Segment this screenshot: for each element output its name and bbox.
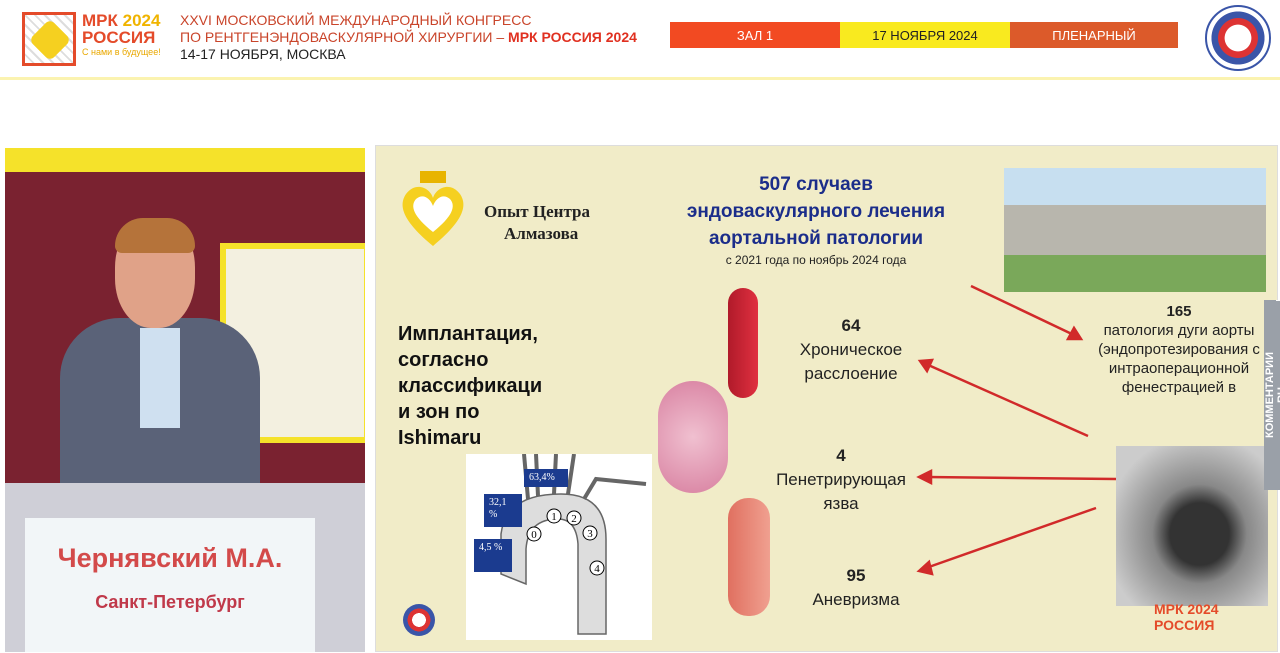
society-emblem-small	[403, 604, 435, 636]
angiography-image	[1116, 446, 1268, 606]
zone-box-4: 4,5 %	[474, 539, 512, 572]
speaker-name: Чернявский М.А.	[57, 543, 283, 573]
ishimaru-diagram: 0 1 2 3 4 63,4% 32,1 % 4,5 %	[466, 453, 652, 640]
hospital-photo	[1004, 168, 1266, 292]
date-bar: 17 НОЯБРЯ 2024	[840, 22, 1010, 48]
brand-line1: МРК	[82, 11, 118, 30]
speaker-city: Санкт-Петербург	[95, 592, 245, 612]
title-highlight: МРК РОССИЯ 2024	[508, 29, 637, 45]
arrows	[916, 284, 1117, 576]
name-plate: Чернявский М.А. Санкт-Петербург	[25, 518, 315, 652]
speaker	[60, 218, 260, 518]
brand: МРК 2024 РОССИЯ С нами в будущее!	[82, 12, 161, 58]
brand-line2: РОССИЯ	[82, 28, 156, 47]
congress-title: XXVI МОСКОВСКИЙ МЕЖДУНАРОДНЫЙ КОНГРЕСС П…	[180, 12, 637, 63]
almazov-logo	[402, 171, 464, 246]
title-line2: ПО РЕНТГЕНЭНДОВАСКУЛЯРНОЙ ХИРУРГИИ –	[180, 29, 505, 45]
header: МРК 2024 РОССИЯ С нами в будущее! XXVI М…	[0, 0, 1280, 80]
side-panel-tabs[interactable]: КОММЕНТАРИИ RU	[1264, 300, 1280, 490]
aorta-aneurysm-image	[728, 498, 770, 616]
zone-box-63: 63,4%	[524, 469, 568, 487]
session-bar: ПЛЕНАРНЫЙ	[1010, 22, 1178, 48]
hall-bar: ЗАЛ 1	[670, 22, 840, 48]
brand-year: 2024	[122, 11, 161, 30]
svg-text:0: 0	[531, 529, 537, 541]
slide-headline: 507 случаев эндоваскулярного лечения аор…	[636, 171, 996, 268]
language-tab[interactable]: RU	[1276, 300, 1280, 490]
congress-logo	[22, 12, 76, 66]
svg-text:3: 3	[587, 528, 593, 540]
svg-text:1: 1	[551, 511, 557, 523]
aorta-dissection-image	[728, 288, 758, 398]
title-line1: XXVI МОСКОВСКИЙ МЕЖДУНАРОДНЫЙ КОНГРЕСС	[180, 12, 532, 28]
brand-slogan: С нами в будущее!	[82, 47, 161, 57]
speaker-video: Чернявский М.А. Санкт-Петербург	[5, 148, 365, 652]
presentation-slide: Опыт Центра Алмазова 507 случаев эндовас…	[375, 145, 1278, 652]
svg-text:2: 2	[571, 513, 577, 525]
congress-dates: 14-17 НОЯБРЯ, МОСКВА	[180, 46, 346, 62]
svg-text:4: 4	[594, 563, 600, 575]
slide-subhead: с 2021 года по ноябрь 2024 года	[725, 253, 907, 267]
zone-box-32: 32,1 %	[484, 494, 522, 527]
almazov-title: Опыт Центра Алмазова	[484, 202, 590, 243]
comments-tab[interactable]: КОММЕНТАРИИ	[1264, 352, 1276, 438]
society-emblem	[1205, 5, 1271, 71]
aorta-ulcer-image	[658, 381, 728, 493]
